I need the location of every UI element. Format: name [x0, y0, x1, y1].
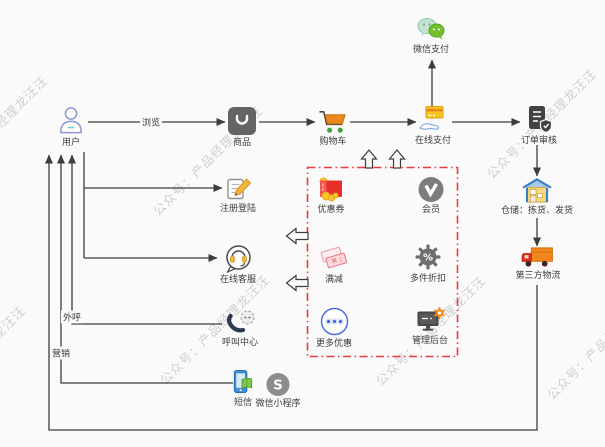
node-user: 用户: [57, 105, 85, 147]
node-logistics-label: 第三方物流: [515, 270, 561, 280]
node-logistics: 第三方物流: [515, 245, 561, 280]
node-product-label: 商品: [232, 137, 251, 147]
truck-icon: [521, 247, 553, 267]
node-sms-label: 短信: [233, 397, 252, 407]
edge-label-marketing: 营销: [49, 346, 73, 360]
promo-admin-console-label: 管理后台: [411, 335, 449, 345]
svg-text:%: %: [423, 253, 433, 264]
node-online-service-label: 在线客服: [219, 274, 257, 284]
node-online-service: 在线客服: [220, 244, 256, 284]
node-mini-program-label: 微信小程序: [255, 398, 301, 408]
node-register: 注册登陆: [220, 176, 256, 213]
more-dots-icon: [320, 307, 348, 336]
promo-left-arrow-2: [285, 274, 309, 292]
node-online-payment: 在线支付: [415, 105, 451, 145]
node-cart: 购物车: [318, 107, 349, 146]
node-user-label: 用户: [61, 137, 80, 147]
promo-up-arrow-1: [360, 149, 378, 169]
promo-more-offers: 更多优惠: [316, 306, 352, 348]
edge-logistics-user: [45, 154, 538, 431]
promo-up-arrow-2: [388, 149, 406, 169]
node-register-label: 注册登陆: [219, 203, 257, 213]
edge-label-browse: 浏览: [139, 115, 163, 129]
discount-tickets-icon: [320, 246, 348, 269]
warehouse-icon: [522, 178, 552, 203]
gear-percent-icon: %: [415, 244, 441, 270]
promo-full-reduction-label: 满减: [324, 274, 343, 284]
node-warehouse-label: 仓储：拣货、发货: [500, 205, 574, 215]
node-call-center: 呼叫中心: [222, 309, 258, 347]
promo-box-border: [306, 166, 459, 358]
node-sms: 短信: [230, 369, 257, 407]
promo-full-reduction: 满减: [319, 243, 349, 284]
headset-bubble-icon: [225, 245, 251, 273]
shopping-bag-icon: [228, 107, 256, 135]
promo-multi-discount: % 多件折扣: [410, 242, 446, 283]
svg-text:S: S: [273, 378, 283, 393]
edge-sms-user: [57, 154, 233, 384]
edge-callcenter-user: [68, 154, 222, 325]
promo-admin-console: 管理后台: [412, 306, 448, 345]
node-cart-label: 购物车: [319, 136, 347, 146]
node-wechat-pay: 微信支付: [413, 16, 449, 54]
phone-handset-icon: [226, 310, 254, 333]
node-order-review: 订单审核: [521, 104, 557, 145]
node-mini-program: S 微信小程序: [255, 372, 301, 408]
node-call-center-label: 呼叫中心: [221, 337, 259, 347]
promo-member: 会员: [418, 176, 445, 214]
user-icon: [59, 107, 83, 134]
promo-more-offers-label: 更多优惠: [315, 338, 353, 348]
sms-phone-icon: [233, 369, 253, 394]
mini-program-icon: S: [266, 372, 290, 397]
node-wechat-pay-label: 微信支付: [412, 44, 450, 54]
monitor-gear-icon: [416, 307, 445, 331]
wechat-bubbles-icon: [417, 18, 445, 40]
promo-left-arrow-1: [285, 227, 309, 245]
promo-coupon-label: 优惠券: [317, 204, 345, 214]
promo-member-label: 会员: [421, 204, 440, 214]
promo-multi-discount-label: 多件折扣: [409, 273, 447, 283]
coupon-icon: [319, 177, 342, 202]
card-in-hand-icon: [419, 106, 444, 130]
promo-coupon: 优惠券: [316, 177, 346, 214]
node-order-review-label: 订单审核: [520, 135, 558, 145]
edge-label-outbound: 外呼: [60, 310, 84, 324]
member-check-icon: [418, 177, 444, 202]
document-shield-icon: [528, 106, 553, 134]
node-online-payment-label: 在线支付: [414, 135, 452, 145]
shopping-cart-icon: [319, 111, 346, 133]
node-warehouse: 仓储：拣货、发货: [501, 177, 573, 215]
node-product: 商品: [227, 106, 257, 147]
notepad-pencil-icon: [226, 178, 251, 200]
